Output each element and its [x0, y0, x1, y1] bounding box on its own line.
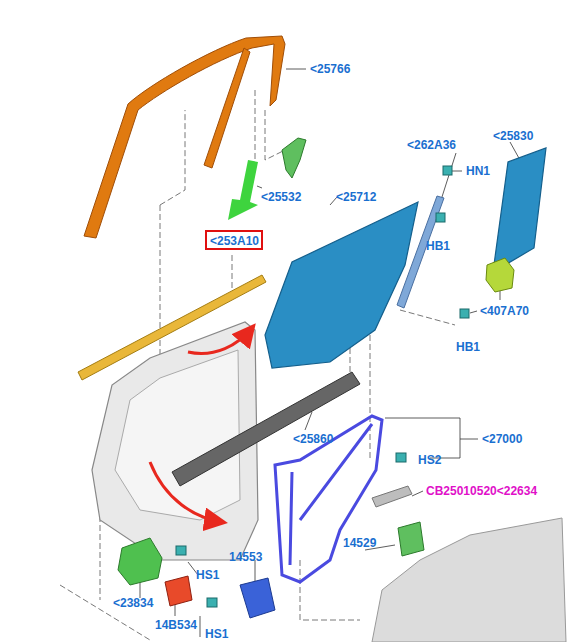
callout-number: <25830 — [493, 129, 533, 143]
door-trim-panel — [372, 518, 566, 642]
leader — [500, 290, 501, 300]
frame-pillar — [204, 48, 250, 168]
leader — [286, 69, 306, 70]
callout-number: HS1 — [205, 627, 228, 641]
red-arrow — [150, 462, 222, 522]
fastener — [460, 309, 469, 318]
leader — [470, 311, 477, 313]
callout-box: <253A10 — [205, 230, 263, 250]
fasteners — [176, 166, 469, 607]
callout-number: <27000 — [482, 432, 522, 446]
fastener — [443, 166, 452, 175]
leader — [441, 153, 456, 200]
callout-number: <253A10 — [210, 234, 258, 248]
rod-14B534 — [165, 576, 192, 606]
callout-number: <25712 — [336, 190, 376, 204]
callout-number: HB1 — [426, 239, 450, 253]
callout-number: <407A70 — [480, 304, 529, 318]
leader-line — [300, 560, 360, 620]
green-arrow — [228, 160, 258, 220]
switch-22634 — [372, 486, 412, 507]
callout-number: HS1 — [196, 568, 219, 582]
door-panel-opening — [115, 350, 240, 520]
fastener — [207, 598, 217, 607]
callout-number: CB25010520<22634 — [426, 484, 537, 498]
leader-line — [60, 585, 150, 640]
fastener — [396, 453, 406, 462]
weatherstrip-25860 — [172, 372, 360, 486]
leader — [452, 171, 462, 172]
callout-number: 14B534 — [155, 618, 197, 632]
window-regulator-27000 — [275, 416, 382, 582]
bracket-25532 — [282, 138, 306, 178]
leader-line — [160, 110, 185, 205]
callout-number: 14553 — [229, 550, 262, 564]
callout-number: <25532 — [261, 190, 301, 204]
motor-14553 — [240, 578, 275, 618]
callout-number: <23834 — [113, 596, 153, 610]
red-arrow — [188, 328, 252, 353]
door-glass-25712 — [265, 202, 418, 368]
callout-number: <262A36 — [407, 138, 456, 152]
callout-number: HN1 — [466, 164, 490, 178]
door-frame-25766 — [84, 36, 285, 238]
module-14529 — [398, 522, 424, 556]
latch-23834 — [118, 538, 162, 585]
leader — [510, 142, 520, 160]
fastener — [436, 213, 445, 222]
callout-number: <25860 — [293, 432, 333, 446]
bracket — [385, 418, 478, 458]
callout-number: HS2 — [418, 453, 441, 467]
leader — [412, 491, 423, 496]
leader-line — [232, 255, 233, 290]
callout-number: <25766 — [310, 62, 350, 76]
leader — [330, 197, 337, 205]
leader — [257, 186, 262, 188]
fastener — [176, 546, 186, 555]
callout-number: HB1 — [456, 340, 480, 354]
leader — [200, 616, 201, 637]
quarter-glass-25830 — [493, 148, 546, 272]
seal-407A70 — [486, 258, 514, 292]
leader-line — [400, 310, 455, 325]
leader-lines — [60, 90, 455, 640]
leader-line — [255, 90, 256, 170]
callout-number: 14529 — [343, 536, 376, 550]
